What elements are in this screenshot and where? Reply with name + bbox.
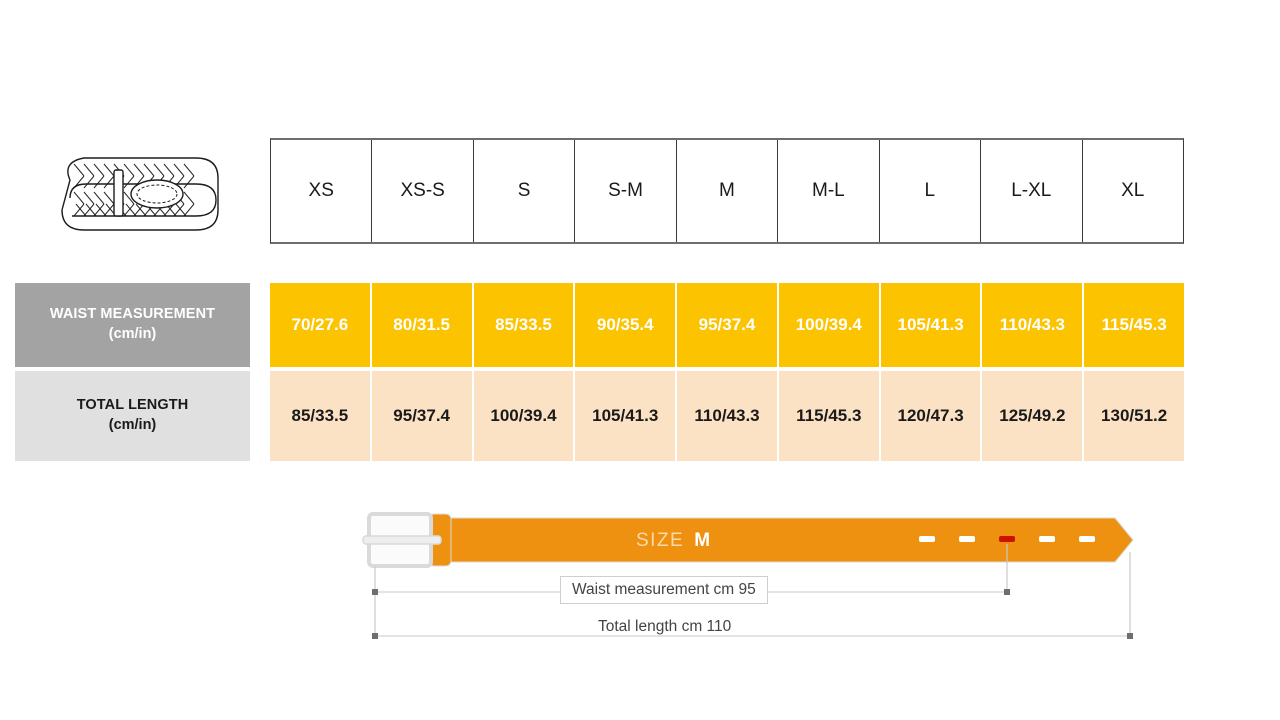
length-value-cell: 115/45.3 (778, 371, 879, 461)
size-header-cell: L-XL (981, 140, 1083, 242)
belt-strap (432, 517, 1134, 563)
length-value-cell: 100/39.4 (473, 371, 574, 461)
belt-size-caption: SIZE M (636, 530, 710, 552)
belt-buckle (362, 512, 442, 568)
length-value-cell: 95/37.4 (371, 371, 472, 461)
length-value-cell: 85/33.5 (270, 371, 370, 461)
size-header-cell: S-M (575, 140, 677, 242)
size-header-cell: M-L (778, 140, 880, 242)
length-value-cell: 110/43.3 (677, 371, 777, 461)
waist-value-cell: 85/33.5 (473, 283, 574, 367)
waist-dimension-label: Waist measurement cm 95 (560, 576, 768, 604)
length-value-cell: 130/51.2 (1084, 371, 1185, 461)
waist-value-cell: 115/45.3 (1084, 283, 1185, 367)
size-header-cell: XS-S (372, 140, 474, 242)
belt-size-caption-value: M (694, 530, 711, 551)
waist-value-cell: 110/43.3 (982, 283, 1083, 367)
row-spacer (250, 371, 270, 461)
total-length-row: TOTAL LENGTH (cm/in) 85/33.5 95/37.4 100… (15, 371, 1185, 461)
waist-label-line2: (cm/in) (108, 326, 157, 342)
size-header-row: XS XS-S S S-M M M-L L L-XL XL (270, 138, 1184, 244)
belt-size-caption-label: SIZE (636, 530, 685, 551)
waist-label-line1: WAIST MEASUREMENT (49, 306, 216, 323)
size-header-cell: XS (271, 140, 373, 242)
waist-value-cell: 70/27.6 (270, 283, 370, 367)
waist-value-cell: 95/37.4 (677, 283, 777, 367)
total-length-value-strip: 85/33.5 95/37.4 100/39.4 105/41.3 110/43… (270, 371, 1185, 461)
length-label-line2: (cm/in) (108, 417, 157, 433)
size-header-cell: M (677, 140, 779, 242)
total-length-dimension-label: Total length cm 110 (598, 618, 732, 635)
length-value-cell: 105/41.3 (575, 371, 676, 461)
waist-measurement-row: WAIST MEASUREMENT (cm/in) 70/27.6 80/31.… (15, 283, 1185, 367)
waist-value-cell: 90/35.4 (575, 283, 676, 367)
waist-value-cell: 100/39.4 (778, 283, 879, 367)
size-header-cell: L (880, 140, 982, 242)
waist-value-cell: 80/31.5 (371, 283, 472, 367)
row-spacer (250, 283, 270, 367)
length-value-cell: 125/49.2 (982, 371, 1083, 461)
waist-row-label: WAIST MEASUREMENT (cm/in) (15, 283, 250, 367)
size-header-cell: S (474, 140, 576, 242)
length-value-cell: 120/47.3 (880, 371, 981, 461)
waist-value-strip: 70/27.6 80/31.5 85/33.5 90/35.4 95/37.4 … (270, 283, 1185, 367)
belt-measurement-diagram (355, 500, 1155, 660)
braided-belt-illustration (52, 140, 232, 250)
size-header-cell: XL (1121, 180, 1145, 201)
total-length-row-label: TOTAL LENGTH (cm/in) (15, 371, 250, 461)
waist-value-cell: 105/41.3 (880, 283, 981, 367)
length-label-line1: TOTAL LENGTH (76, 397, 189, 414)
